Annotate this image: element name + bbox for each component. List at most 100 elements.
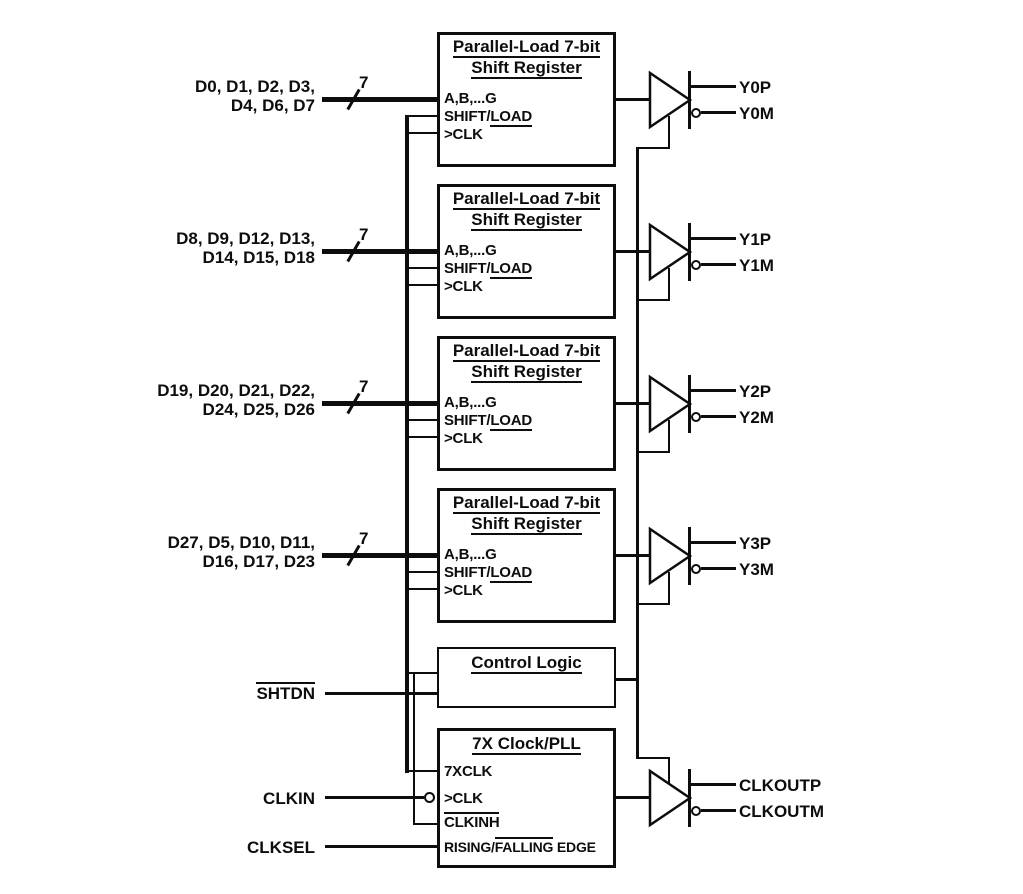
clkinh-wire-vertical bbox=[413, 673, 415, 825]
out-m-wire-3 bbox=[701, 415, 736, 418]
inversion-bubble-icon-2 bbox=[691, 260, 701, 270]
pll-output-wire bbox=[616, 796, 651, 799]
pin-data-1: A,B,...G bbox=[444, 90, 497, 107]
out-m-label-3: Y2M bbox=[739, 408, 774, 427]
out-m-label-1: Y0M bbox=[739, 104, 774, 123]
out-m-label-2: Y1M bbox=[739, 256, 774, 275]
data-bus-3 bbox=[322, 401, 437, 406]
enable-rail bbox=[636, 147, 639, 759]
register-output-wire-2 bbox=[616, 250, 651, 253]
enable-hook-v-4 bbox=[668, 572, 670, 605]
pin-clk-1: >CLK bbox=[444, 126, 483, 143]
driver-bar-1 bbox=[688, 71, 691, 129]
input-bus-label-4: D27, D5, D10, D11,D16, D17, D23 bbox=[167, 533, 315, 571]
pin-data-4: A,B,...G bbox=[444, 546, 497, 563]
out-p-label-1: Y0P bbox=[739, 78, 772, 97]
out-p-wire-1 bbox=[691, 85, 736, 88]
pll-block bbox=[437, 728, 616, 868]
enable-hook-v-2 bbox=[668, 268, 670, 301]
pin-shiftload-2: SHIFT/LOAD bbox=[444, 260, 533, 279]
bus-width-label-1: 7 bbox=[359, 73, 369, 92]
clkout-m-wire bbox=[701, 809, 736, 812]
data-bus-4 bbox=[322, 553, 437, 558]
input-bus-label-2: D8, D9, D12, D13,D14, D15, D18 bbox=[176, 229, 315, 267]
clksel-wire bbox=[325, 845, 437, 848]
shiftload-stub-2 bbox=[405, 267, 437, 269]
shiftload-stub-3 bbox=[405, 419, 437, 421]
shiftload-stub-4 bbox=[405, 571, 437, 573]
out-p-wire-3 bbox=[691, 389, 736, 392]
clksel-label: CLKSEL bbox=[247, 838, 315, 857]
lvds-driver-icon-1 bbox=[648, 70, 692, 130]
shift-register-block-3 bbox=[437, 336, 616, 471]
clkout-p-wire bbox=[691, 783, 736, 786]
control-logic-title: Control Logic bbox=[471, 653, 582, 674]
driver-bar-4 bbox=[688, 527, 691, 585]
pll-title: 7X Clock/PLL bbox=[472, 734, 581, 755]
pin-shiftload-3: SHIFT/LOAD bbox=[444, 412, 533, 431]
clock-enable-hook-v bbox=[668, 757, 670, 787]
data-bus-2 bbox=[322, 249, 437, 254]
clk-stub-1 bbox=[405, 132, 437, 134]
clock-enable-hook-h bbox=[637, 757, 670, 759]
clk-stub-2 bbox=[405, 284, 437, 286]
out-m-wire-2 bbox=[701, 263, 736, 266]
pin-data-2: A,B,...G bbox=[444, 242, 497, 259]
control-logic-block bbox=[437, 647, 616, 708]
clkin-label: CLKIN bbox=[263, 789, 315, 808]
driver-bar-2 bbox=[688, 223, 691, 281]
enable-hook-v-3 bbox=[668, 420, 670, 453]
clkout-p-label: CLKOUTP bbox=[739, 776, 822, 795]
inversion-bubble-icon-3 bbox=[691, 412, 701, 422]
bus-width-label-2: 7 bbox=[359, 225, 369, 244]
control-output-wire bbox=[616, 678, 639, 681]
out-m-label-4: Y3M bbox=[739, 560, 774, 579]
enable-hook-h-1 bbox=[637, 147, 670, 149]
clk-stub-4 bbox=[405, 588, 437, 590]
shift-register-block-1 bbox=[437, 32, 616, 167]
lvds-driver-icon-3 bbox=[648, 374, 692, 434]
input-bus-label-3: D19, D20, D21, D22,D24, D25, D26 bbox=[157, 381, 315, 419]
enable-hook-v-1 bbox=[668, 116, 670, 149]
shiftload-clk-rail bbox=[405, 115, 409, 773]
shift-register-title-3: Parallel-Load 7-bit Shift Register bbox=[452, 341, 601, 383]
clk-stub-3 bbox=[405, 436, 437, 438]
out-p-wire-2 bbox=[691, 237, 736, 240]
lvds-driver-icon-2 bbox=[648, 222, 692, 282]
shift-register-title-4: Parallel-Load 7-bit Shift Register bbox=[452, 493, 601, 535]
register-output-wire-4 bbox=[616, 554, 651, 557]
shift-register-title-2: Parallel-Load 7-bit Shift Register bbox=[452, 189, 601, 231]
inversion-bubble-icon-4 bbox=[691, 564, 701, 574]
control-left-stub bbox=[405, 672, 437, 674]
out-p-label-4: Y3P bbox=[739, 534, 772, 553]
pll-7xclk-stub bbox=[405, 770, 437, 772]
pin-edge-select: RISING/FALLING EDGE bbox=[444, 837, 596, 855]
shiftload-stub-1 bbox=[405, 115, 437, 117]
clkin-wire bbox=[325, 796, 424, 799]
pin-pll-clk: >CLK bbox=[444, 790, 483, 807]
pin-shiftload-4: SHIFT/LOAD bbox=[444, 564, 533, 583]
pin-clk-4: >CLK bbox=[444, 582, 483, 599]
shift-register-title-1: Parallel-Load 7-bit Shift Register bbox=[452, 37, 601, 79]
driver-bar-3 bbox=[688, 375, 691, 433]
enable-hook-h-2 bbox=[637, 299, 670, 301]
clkin-bubble-icon bbox=[424, 792, 435, 803]
pin-data-3: A,B,...G bbox=[444, 394, 497, 411]
clkinh-wire-stub bbox=[413, 823, 437, 825]
inversion-bubble-icon-clock bbox=[691, 806, 701, 816]
pin-clkinh: CLKINH bbox=[444, 812, 500, 831]
enable-hook-h-4 bbox=[637, 603, 670, 605]
pin-clk-3: >CLK bbox=[444, 430, 483, 447]
register-output-wire-3 bbox=[616, 402, 651, 405]
register-output-wire-1 bbox=[616, 98, 651, 101]
out-m-wire-4 bbox=[701, 567, 736, 570]
shtdn-label: SHTDN bbox=[256, 682, 315, 703]
clkout-m-label: CLKOUTM bbox=[739, 802, 824, 821]
pin-clk-2: >CLK bbox=[444, 278, 483, 295]
lvds-driver-icon-clock bbox=[648, 768, 692, 828]
input-bus-label-1: D0, D1, D2, D3,D4, D6, D7 bbox=[195, 77, 315, 115]
shift-register-block-4 bbox=[437, 488, 616, 623]
out-p-label-2: Y1P bbox=[739, 230, 772, 249]
enable-hook-h-3 bbox=[637, 451, 670, 453]
